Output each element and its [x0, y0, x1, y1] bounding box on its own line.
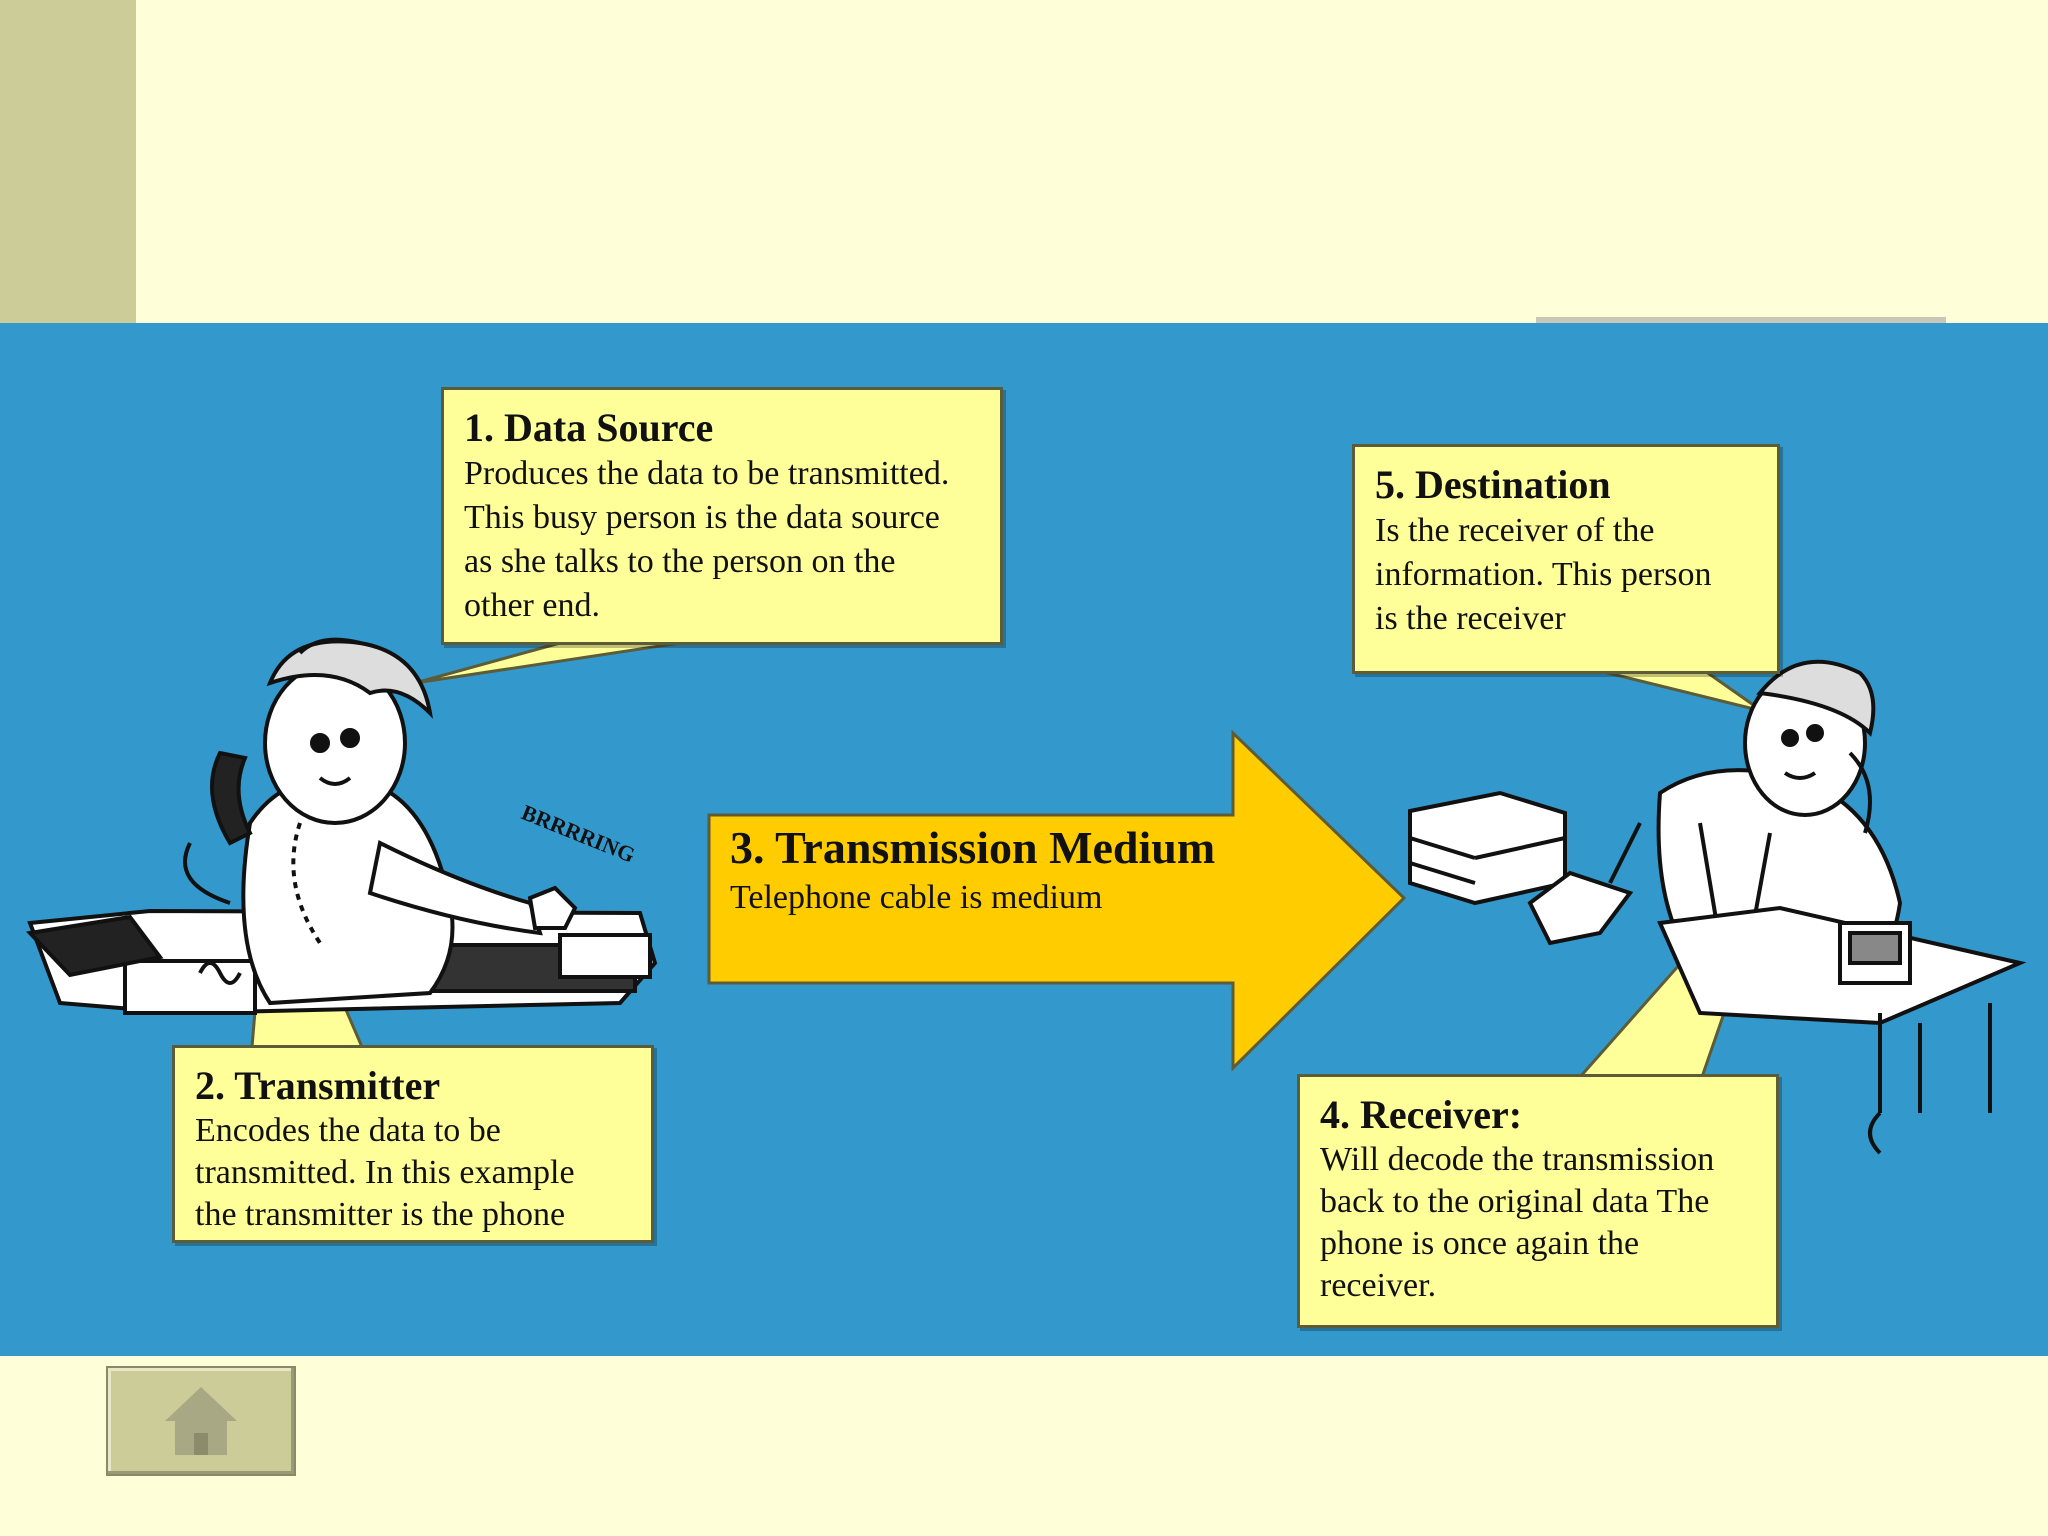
destination-pointer: [1600, 671, 1762, 711]
home-button[interactable]: [106, 1366, 296, 1476]
data-source-callout: 1. Data Source Produces the data to be t…: [441, 387, 1003, 645]
medium-title: 3. Transmission Medium: [730, 820, 1215, 876]
sidebar-accent: [0, 0, 136, 323]
destination-line: Is the receiver of the: [1375, 509, 1759, 553]
home-icon: [161, 1381, 241, 1461]
data-source-title: 1. Data Source: [464, 404, 982, 452]
transmitter-callout: 2. Transmitter Encodes the data to be tr…: [172, 1045, 654, 1243]
destination-callout: 5. Destination Is the receiver of the in…: [1352, 444, 1780, 674]
ring-text: BRRRRING: [518, 799, 638, 867]
data-source-pointer: [415, 643, 680, 683]
receiver-callout: 4. Receiver: Will decode the transmissio…: [1297, 1074, 1779, 1328]
data-source-line: This busy person is the data source: [464, 496, 982, 540]
receiver-line: back to the original data The: [1320, 1181, 1758, 1223]
receiver-line: phone is once again the: [1320, 1223, 1758, 1265]
transmitter-line: Encodes the data to be: [195, 1110, 633, 1152]
receiver-line: Will decode the transmission: [1320, 1139, 1758, 1181]
receiver-line: receiver.: [1320, 1265, 1758, 1307]
transmitter-line: the transmitter is the phone: [195, 1194, 633, 1236]
destination-line: is the receiver: [1375, 597, 1759, 641]
communication-diagram: BRRRRING: [0, 323, 2048, 1356]
transmitter-title: 2. Transmitter: [195, 1062, 633, 1110]
data-source-line: other end.: [464, 584, 982, 628]
data-source-line: Produces the data to be transmitted.: [464, 452, 982, 496]
destination-line: information. This person: [1375, 553, 1759, 597]
medium-label: 3. Transmission Medium Telephone cable i…: [730, 820, 1215, 920]
destination-title: 5. Destination: [1375, 461, 1759, 509]
receiver-title: 4. Receiver:: [1320, 1091, 1758, 1139]
medium-text: Telephone cable is medium: [730, 876, 1215, 920]
transmitter-line: transmitted. In this example: [195, 1152, 633, 1194]
data-source-line: as she talks to the person on the: [464, 540, 982, 584]
